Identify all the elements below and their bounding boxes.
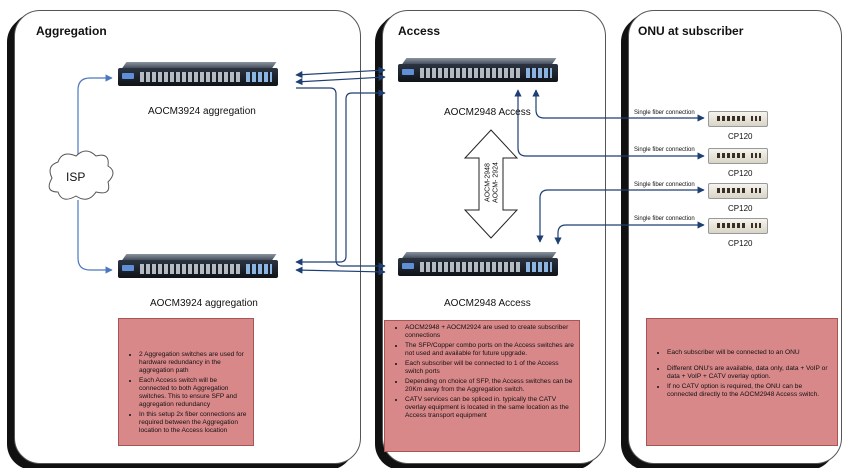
- vendor-logo-icon: [402, 263, 414, 269]
- access-to-onu-4-link: [554, 221, 705, 245]
- access-to-onu-3-link: [536, 186, 705, 243]
- onu-notes-box: Each subscriber will be connected to an …: [646, 318, 838, 446]
- aggregation-switch-bottom-label: AOCM3924 aggregation: [150, 298, 258, 309]
- access-notes-box: AOCM2948 + AOCM2924 are used to create s…: [384, 320, 580, 452]
- onu-device-2: [708, 148, 768, 164]
- access-to-onu-2-link: [514, 89, 705, 160]
- isp-to-top-aggregation-link: [77, 74, 113, 170]
- aggregation-switch-bottom: [118, 254, 278, 280]
- vendor-logo-icon: [122, 73, 134, 79]
- access-switch-top-label: AOCM2948 Access: [444, 107, 531, 118]
- onu-device-2-label: CP120: [728, 169, 753, 178]
- aggregation-notes-box: 2 Aggregation switches are used for hard…: [118, 318, 254, 446]
- access-panel-title: Access: [398, 24, 441, 38]
- agg-bottom-to-access-top-link: [295, 89, 386, 266]
- vendor-logo-icon: [402, 69, 414, 75]
- agg-bottom-to-access-bottom-link: [295, 266, 386, 276]
- isp-label: ISP: [66, 170, 86, 184]
- access-switch-bottom: [398, 252, 558, 278]
- access-switch-bottom-label: AOCM2948 Access: [444, 298, 531, 309]
- onu-device-4-label: CP120: [728, 239, 753, 248]
- stack-label-line2: AOCM- 2924: [492, 162, 500, 203]
- aggregation-note-item: 2 Aggregation switches are used for hard…: [139, 351, 249, 375]
- agg-top-to-access-top-link: [295, 66, 386, 79]
- onu-note-item: Each subscriber will be connected to an …: [667, 349, 833, 357]
- onu-note-item: If no CATV option is required, the ONU c…: [667, 383, 833, 399]
- onu-device-4: [708, 218, 768, 234]
- agg-top-to-access-bottom-link: [296, 87, 386, 270]
- access-note-item: AOCM2948 + AOCM2924 are used to create s…: [405, 324, 575, 340]
- single-fiber-label-3: Single fiber connection: [634, 182, 695, 188]
- onu-panel-title: ONU at subscriber: [638, 24, 744, 38]
- onu-device-1: [708, 111, 768, 127]
- agg-top-to-access-top-link-2: [295, 73, 386, 86]
- aggregation-switch-top: [118, 62, 278, 88]
- single-fiber-label-2: Single fiber connection: [634, 147, 695, 153]
- stack-label-line1: AOCM-2948: [484, 163, 492, 202]
- isp-cloud-shape: [48, 150, 114, 200]
- access-note-item: Each subscriber will be connected to 1 o…: [405, 360, 575, 376]
- onu-device-1-label: CP120: [728, 132, 753, 141]
- access-switch-top: [398, 58, 558, 84]
- single-fiber-label-4: Single fiber connection: [634, 216, 695, 222]
- onu-device-3: [708, 183, 768, 199]
- onu-note-item: Different ONU's are available, data only…: [667, 365, 833, 381]
- aggregation-switch-top-label: AOCM3924 aggregation: [148, 106, 256, 117]
- aggregation-note-item: Each Access switch will be connected to …: [139, 377, 249, 409]
- vendor-logo-icon: [122, 265, 134, 271]
- single-fiber-label-1: Single fiber connection: [634, 110, 695, 116]
- aggregation-panel-title: Aggregation: [36, 24, 107, 38]
- aggregation-note-item: In this setup 2x fiber connections are r…: [139, 411, 249, 435]
- onu-device-3-label: CP120: [728, 204, 753, 213]
- access-note-item: CATV services can be spliced in. typical…: [405, 396, 575, 420]
- isp-to-bottom-aggregation-link: [77, 200, 113, 274]
- stacking-double-arrow: [463, 129, 519, 239]
- access-note-item: Depending on choice of SFP, the Access s…: [405, 378, 575, 394]
- access-note-item: The SFP/Copper combo ports on the Access…: [405, 342, 575, 358]
